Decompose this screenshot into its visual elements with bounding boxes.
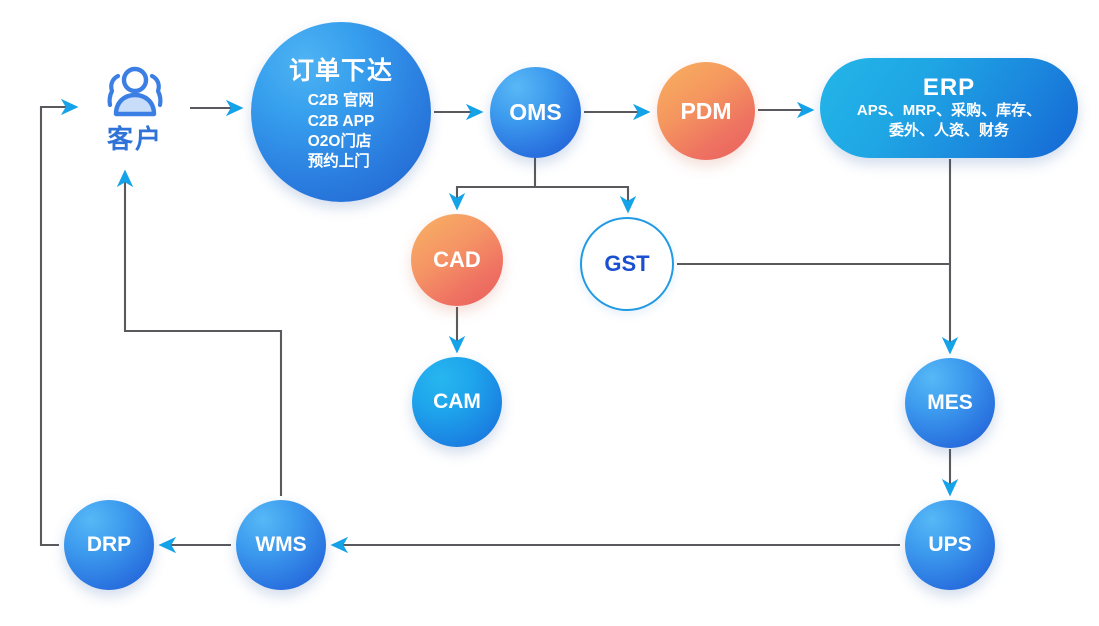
erp-line-2: 委外、人资、财务 — [888, 122, 1009, 140]
wms-label: WMS — [255, 533, 307, 556]
erp-title: ERP — [922, 73, 976, 101]
order-title: 订单下达 — [288, 57, 393, 86]
order-line-1: C2B 官网 — [307, 92, 375, 110]
edge-drp-customer — [39, 98, 79, 547]
erp-line-1: APS、MRP、采购、库存、 — [856, 101, 1042, 119]
cad-label: CAD — [433, 247, 481, 272]
edge-oms-gst — [535, 185, 637, 214]
pdm-label: PDM — [680, 97, 732, 124]
node-ups[interactable]: UPS — [905, 500, 995, 590]
node-oms[interactable]: OMS — [490, 67, 581, 158]
edge-wms-customer — [116, 169, 283, 496]
node-customer[interactable]: 客户 — [82, 52, 188, 164]
edge-oms-cad — [448, 158, 537, 211]
gst-label: GST — [604, 251, 650, 276]
drp-label: DRP — [86, 533, 132, 556]
node-erp[interactable]: ERP APS、MRP、采购、库存、 委外、人资、财务 — [820, 58, 1078, 158]
customer-label: 客户 — [106, 124, 163, 154]
mes-label: MES — [927, 391, 973, 414]
oms-label: OMS — [509, 99, 562, 125]
order-line-2: C2B APP — [307, 112, 375, 130]
cam-label: CAM — [433, 390, 481, 413]
node-wms[interactable]: WMS — [236, 500, 326, 590]
users-group-icon — [107, 66, 163, 117]
order-line-4: 预约上门 — [307, 153, 370, 171]
node-mes[interactable]: MES — [905, 358, 995, 448]
ups-label: UPS — [928, 533, 972, 556]
node-cad[interactable]: CAD — [411, 214, 503, 306]
node-cam[interactable]: CAM — [412, 357, 502, 447]
order-line-3: O2O门店 — [307, 133, 372, 150]
node-pdm[interactable]: PDM — [657, 62, 755, 160]
node-drp[interactable]: DRP — [64, 500, 154, 590]
node-order-placement[interactable]: 订单下达 C2B 官网 C2B APP O2O门店 预约上门 — [251, 22, 431, 202]
node-gst[interactable]: GST — [580, 217, 674, 311]
